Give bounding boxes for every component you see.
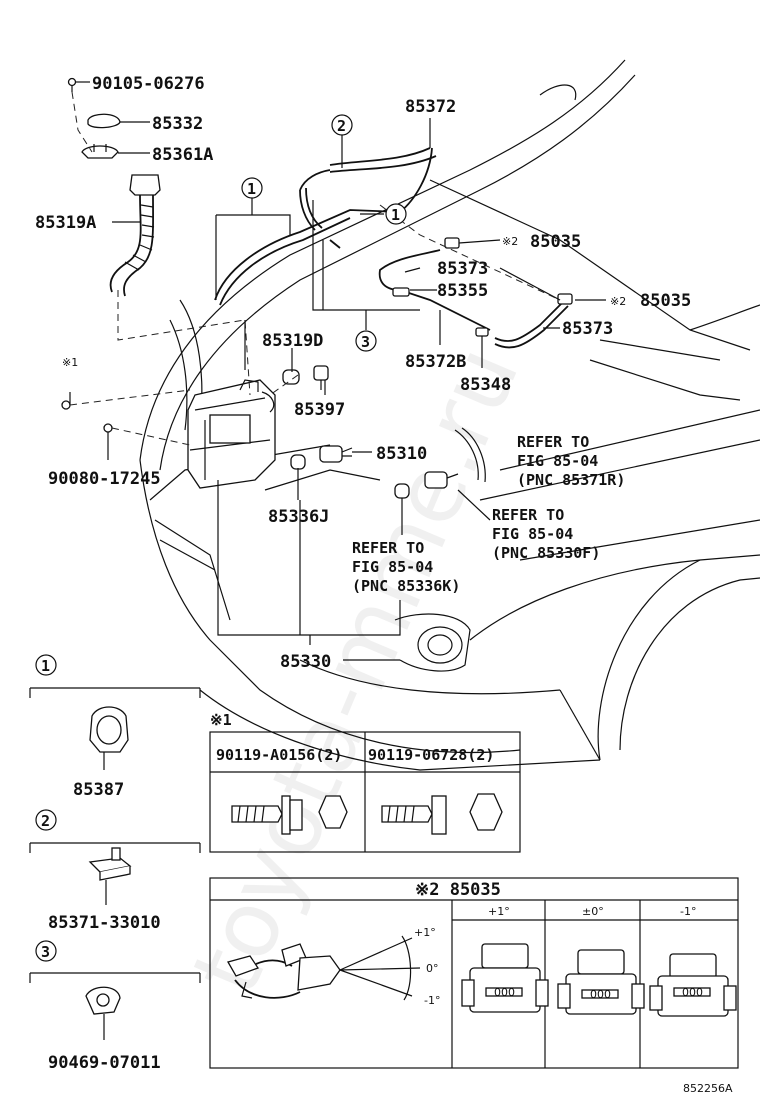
refer-note-85336K: REFER TO FIG 85-04 (PNC 85336K) [352, 539, 460, 595]
cap-parts [67, 77, 121, 159]
pump-parts [61, 365, 459, 499]
part-label: 85348 [460, 375, 511, 395]
part-label: 90080-17245 [48, 469, 161, 489]
car-body-outline [139, 59, 760, 771]
angle-header: +1° [488, 905, 510, 918]
svg-text:1: 1 [41, 657, 50, 675]
part-label: 85319A [35, 213, 96, 233]
callout-c1-left: 1 [241, 177, 263, 199]
nozzle-view-zero: 000 [557, 949, 645, 1015]
refer-note-85330F: REFER TO FIG 85-04 (PNC 85330F) [492, 506, 600, 562]
table-col2: 90119-06728(2) [368, 746, 494, 764]
svg-text:2: 2 [41, 812, 50, 830]
svg-text:FIG 85-04: FIG 85-04 [492, 525, 573, 543]
svg-text:1: 1 [391, 206, 400, 224]
part-label: 85361A [152, 145, 213, 165]
svg-text:000: 000 [494, 986, 515, 999]
legend-item-1: 1 85387 [29, 654, 201, 800]
svg-text:000: 000 [590, 988, 611, 1001]
table-col1: 90119-A0156(2) [216, 746, 342, 764]
refer-note-85371R: REFER TO FIG 85-04 (PNC 85371R) [517, 433, 625, 489]
angle-header: -1° [680, 905, 696, 918]
fastener-table: ※1 90119-A0156(2) 90119-06728(2) [209, 711, 521, 853]
washer-tank [187, 379, 276, 489]
svg-text:FIG 85-04: FIG 85-04 [517, 452, 598, 470]
nozzle-angle-table: ※2 85035 +1° ±0° -1° +1° 0° -1° 000 [209, 877, 739, 1069]
table-title: ※1 [210, 711, 232, 729]
part-label: 90105-06276 [92, 74, 205, 94]
part-label: 85332 [152, 114, 203, 134]
part-label: 85372 [405, 97, 456, 117]
angle-label: 0° [426, 962, 439, 975]
svg-text:(PNC 85330F): (PNC 85330F) [492, 544, 600, 562]
phantom-lines [69, 91, 561, 446]
svg-text:REFER TO: REFER TO [352, 539, 424, 557]
svg-text:(PNC 85336K): (PNC 85336K) [352, 577, 460, 595]
nozzle-view-minus1: 000 [649, 953, 737, 1017]
hoses [214, 147, 573, 483]
svg-text:FIG 85-04: FIG 85-04 [352, 558, 433, 576]
callout-c2-top: 2 [331, 114, 353, 136]
svg-text:85371-33010: 85371-33010 [48, 913, 161, 933]
angle-label: -1° [424, 994, 440, 1007]
part-label: 85355 [437, 281, 488, 301]
svg-text:3: 3 [361, 333, 370, 351]
note-mark: ※2 [610, 295, 626, 308]
svg-text:85387: 85387 [73, 780, 124, 800]
svg-text:1: 1 [247, 180, 256, 198]
table-title: ※2 85035 [415, 880, 501, 900]
part-label: 85373 [437, 259, 488, 279]
callout-c3: 3 [355, 330, 377, 352]
svg-text:000: 000 [682, 986, 703, 999]
part-label: 85330 [280, 652, 331, 672]
part-label: 85310 [376, 444, 427, 464]
part-label: 85372B [405, 352, 466, 372]
callout-c1-right: 1 [385, 203, 407, 225]
part-label: 85035 [640, 291, 691, 311]
svg-text:REFER TO: REFER TO [517, 433, 589, 451]
part-label: 85336J [268, 507, 329, 527]
svg-text:REFER TO: REFER TO [492, 506, 564, 524]
nozzle-view-plus1: 000 [461, 943, 549, 1013]
svg-text:90469-07011: 90469-07011 [48, 1053, 161, 1073]
note-mark: ※1 [62, 356, 78, 369]
legend-item-3: 3 90469-07011 [29, 940, 201, 1073]
svg-text:3: 3 [41, 943, 50, 961]
legend-item-2: 2 85371-33010 [29, 809, 201, 933]
part-label: 85373 [562, 319, 613, 339]
figure-code: 852256A [683, 1082, 733, 1095]
note-mark: ※2 [502, 235, 518, 248]
part-label: 85035 [530, 232, 581, 252]
filler-neck [109, 174, 161, 297]
angle-label: +1° [414, 926, 436, 939]
part-label: 85397 [294, 400, 345, 420]
part-label: 85319D [262, 331, 323, 351]
svg-text:(PNC 85371R): (PNC 85371R) [517, 471, 625, 489]
angle-header: ±0° [582, 905, 604, 918]
svg-text:2: 2 [337, 117, 346, 135]
